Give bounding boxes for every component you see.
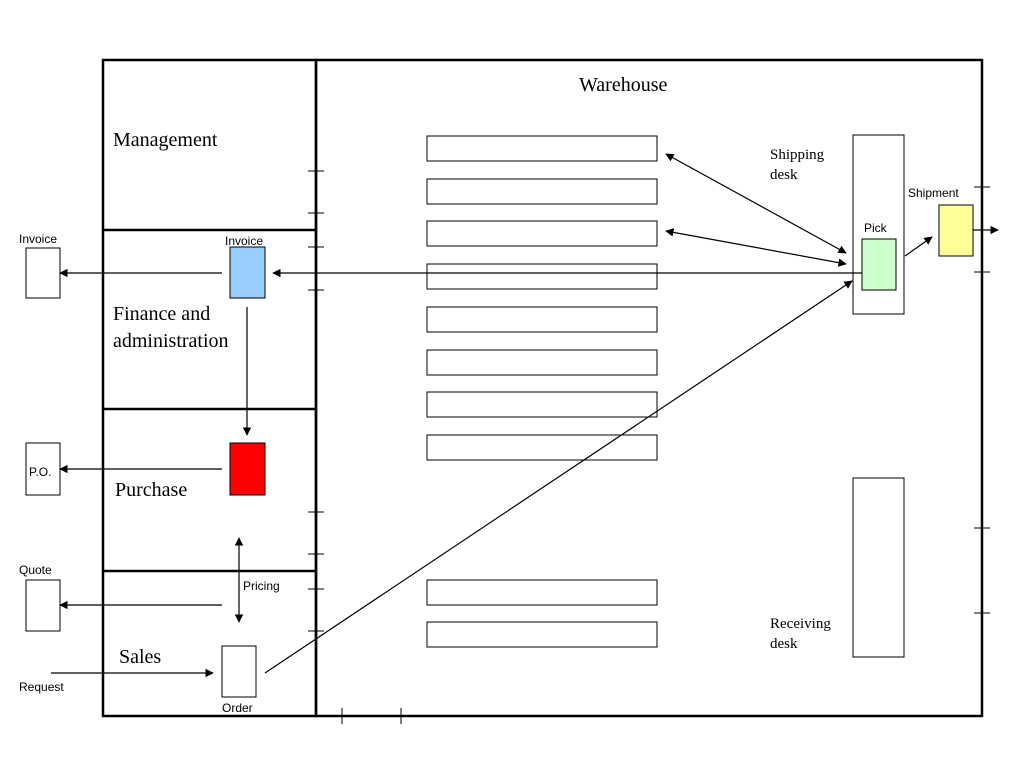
invoice-inside-label: Invoice: [225, 234, 263, 248]
rack: [426, 220, 658, 247]
wall-ticks: [308, 170, 990, 724]
rack: [426, 434, 658, 461]
shipping-desk-label-line1: Shipping: [770, 147, 825, 163]
pick-label: Pick: [864, 221, 888, 235]
finance-label-line1: Finance and: [113, 303, 210, 325]
shipping-desk-label-line2: desk: [770, 167, 798, 183]
order-document: [221, 645, 257, 698]
warehouse-label: Warehouse: [579, 74, 667, 96]
po-label: P.O.: [29, 465, 51, 479]
quote-outside-document: [25, 579, 61, 632]
invoice-document: [229, 246, 266, 299]
rack: [426, 349, 658, 376]
arrow-order-pick: [264, 280, 853, 674]
sales-label: Sales: [119, 646, 161, 668]
rack: [426, 135, 658, 162]
shipment-label: Shipment: [908, 186, 959, 200]
invoice-outside-label: Invoice: [19, 232, 57, 246]
quote-label: Quote: [19, 563, 52, 577]
pick-document: [861, 238, 897, 291]
invoice-outside-document: [25, 247, 61, 299]
arrow-rack1-shipping: [665, 153, 847, 254]
order-label: Order: [222, 701, 253, 715]
rack: [426, 263, 658, 290]
rack: [426, 306, 658, 333]
rack: [426, 579, 658, 606]
receiving-desk-label-line1: Receiving: [770, 616, 831, 632]
storage-racks: [426, 135, 658, 648]
rack: [426, 621, 658, 648]
warehouse-block: [314, 58, 984, 718]
purchase-label: Purchase: [115, 479, 187, 501]
rack: [426, 391, 658, 418]
arrow-pick-shipment: [904, 236, 933, 257]
receiving-desk-label-line2: desk: [770, 636, 798, 652]
purchase-document: [229, 442, 266, 496]
management-label: Management: [113, 129, 218, 151]
arrow-rack3-shipping: [665, 228, 847, 267]
receiving-desk: [852, 477, 905, 658]
pricing-label: Pricing: [243, 579, 280, 593]
finance-label-line2: administration: [113, 330, 229, 352]
shipment-document: [938, 204, 974, 257]
rack: [426, 178, 658, 205]
office-block: [101, 58, 318, 718]
request-label: Request: [19, 680, 64, 694]
